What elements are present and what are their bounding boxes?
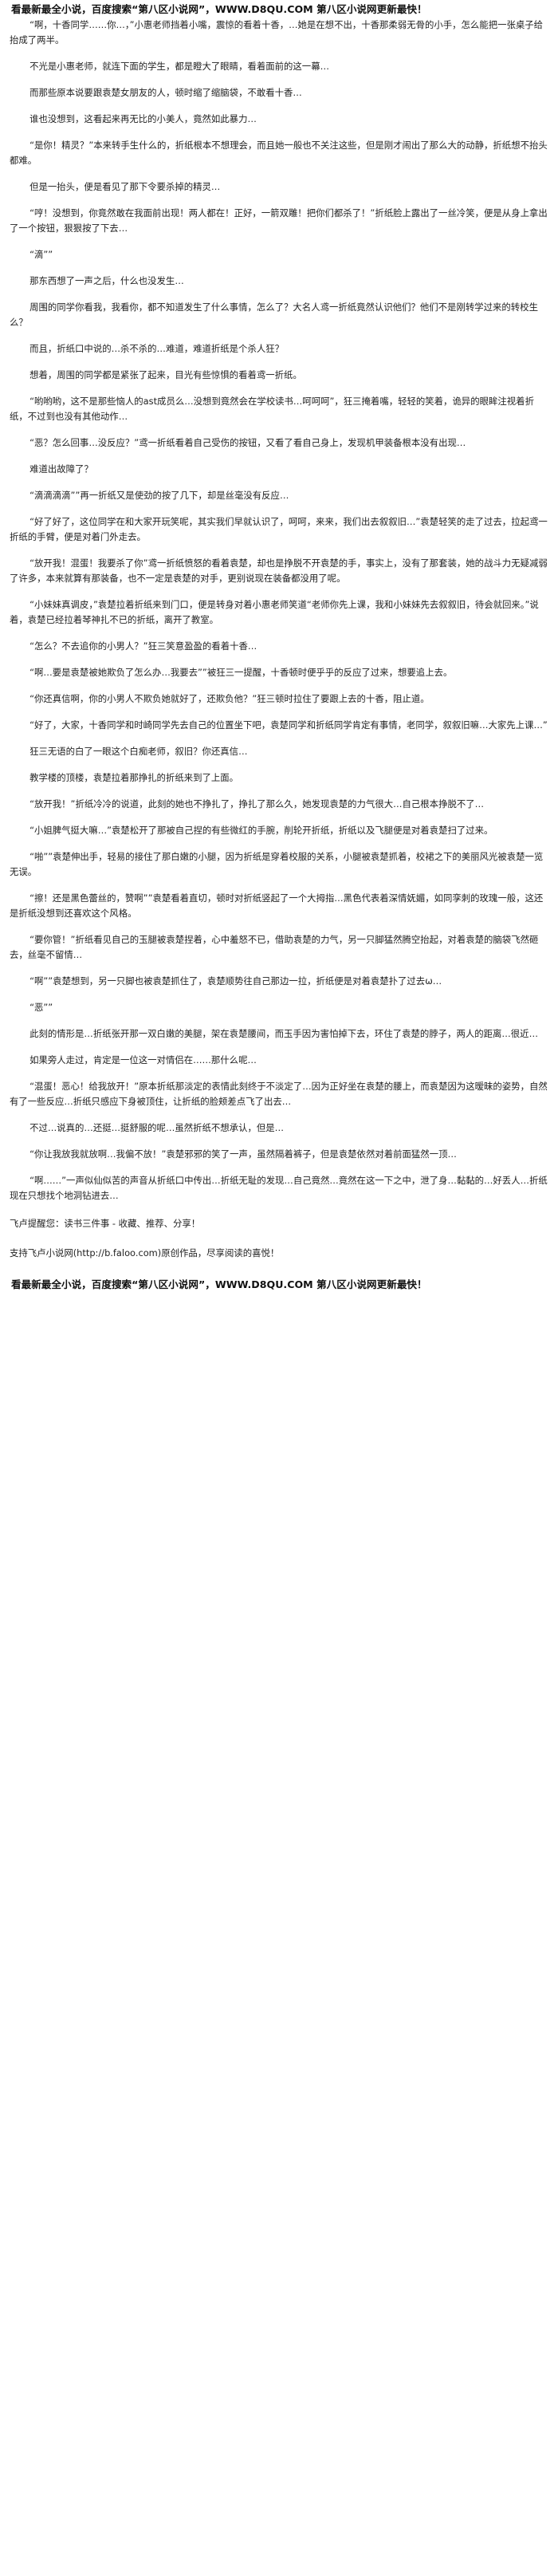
paragraph: “滴”” <box>29 249 53 260</box>
paragraph: “小姐脾气挺大嘛…”袁楚松开了那被自己捏的有些微红的手腕，削轮开折纸，折纸以及飞… <box>29 825 493 836</box>
paragraph: 但是一抬头，便是看见了那下令要杀掉的精灵… <box>29 181 221 192</box>
chapter-content: “啊，十香同学……你…，”小惠老师挡着小嘴，震惊的看着十香，…她是在想不出，十香… <box>0 18 558 1203</box>
paragraph: “擦！还是黑色蕾丝的，赞啊””袁楚看着直切，顿时对折纸竖起了一个大拇指…黑色代表… <box>10 892 544 919</box>
paragraph: 不光是小惠老师，就连下面的学生，都是瞪大了眼睛，看着面前的这一幕… <box>29 61 329 72</box>
paragraph: “哟哟哟，这不是那些恼人的ast成员么…没想到竟然会在学校读书…呵呵呵”，狂三掩… <box>10 396 534 422</box>
share-reminder: 飞卢提醒您：读书三件事 - 收藏、推荐、分享！ <box>10 1218 201 1229</box>
site-banner-top: 看最新最全小说，百度搜索“第八区小说网”，WWW.D8QU.COM 第八区小说网… <box>11 3 427 15</box>
paragraph: “啪””袁楚伸出手，轻易的接住了那白嫩的小腿，因为折纸是穿着校服的关系，小腿被袁… <box>10 851 544 877</box>
paragraph: “好了好了，这位同学在和大家开玩笑呢，其实我们早就认识了，呵呵，来来，我们出去叙… <box>10 516 548 542</box>
paragraph: “你让我放我就放啊…我偏不放！”袁楚邪邪的笑了一声，虽然隔着裤子，但是袁楚依然对… <box>29 1148 457 1160</box>
paragraph: “怎么？不去追你的小男人？”狂三笑意盈盈的看着十香… <box>29 640 257 652</box>
paragraph: “哼！没想到，你竟然敢在我面前出现！两人都在！正好，一箭双雕！把你们都杀了！”折… <box>10 207 548 234</box>
support-notice: 支持飞卢小说网(http://b.faloo.com)原创作品，尽享阅读的喜悦！ <box>10 1247 280 1258</box>
paragraph: 而且，折纸口中说的…杀不杀的…难道，难道折纸是个杀人狂？ <box>29 343 285 354</box>
paragraph: “啊，十香同学……你…，”小惠老师挡着小嘴，震惊的看着十香，…她是在想不出，十香… <box>10 19 544 45</box>
page: 看最新最全小说，百度搜索“第八区小说网”，WWW.D8QU.COM 第八区小说网… <box>0 3 558 1290</box>
paragraph: 不过…说真的…还挺…挺舒服的呢…虽然折纸不想承认，但是… <box>29 1122 285 1133</box>
paragraph: “恶”” <box>29 1002 53 1013</box>
paragraph: 周围的同学你看我，我看你，都不知道发生了什么事情，怎么了？大名人鸢一折纸竟然认识… <box>10 301 538 328</box>
paragraph: “小妹妹真调皮，”袁楚拉着折纸来到门口，便是转身对着小惠老师笑道“老师你先上课，… <box>10 599 539 625</box>
paragraph: “恶？怎么回事…没反应？”鸢一折纸看着自己受伤的按钮，又看了看自己身上，发现机甲… <box>29 437 466 448</box>
paragraph: “要你管！”折纸看见自己的玉腿被袁楚捏着，心中羞怒不已，借助袁楚的力气，另一只脚… <box>10 934 539 960</box>
paragraph: “混蛋！恶心！给我放开！”原本折纸那淡定的表情此刻终于不淡定了…因为正好坐在袁楚… <box>10 1081 548 1107</box>
paragraph: 狂三无语的白了一眼这个白痴老师，叙旧？你还真信… <box>29 746 248 757</box>
paragraph: 此刻的情形是…折纸张开那一双白嫩的美腿，架在袁楚腰间，而玉手因为害怕掉下去，环住… <box>29 1028 538 1039</box>
paragraph: “啊……”一声似仙似苦的声音从折纸口中传出…折纸无耻的发现…自己竟然…竟然在这一… <box>10 1175 548 1201</box>
paragraph: “啊””袁楚想到，另一只脚也被袁楚抓住了，袁楚顺势往自己那边一拉，折纸便是对着袁… <box>29 975 442 987</box>
paragraph: “是你！精灵？”本来转手生什么的，折纸根本不想理会，而且她一般也不关注这些，但是… <box>10 140 548 166</box>
paragraph: 难道出故障了？ <box>29 463 93 475</box>
paragraph: 而那些原本说要跟袁楚女朋友的人，顿时缩了缩脑袋，不敢看十香… <box>29 87 302 98</box>
paragraph: “滴滴滴滴””再一折纸又是使劲的按了几下，却是丝毫没有反应… <box>29 490 289 501</box>
paragraph: “放开我！混蛋！我要杀了你”鸢一折纸愤怒的看着袁楚，却也是挣脱不开袁楚的手，事实… <box>10 557 548 584</box>
paragraph: 想着，周围的同学都是紧张了起来，目光有些惊惧的看着鸢一折纸。 <box>29 369 302 380</box>
paragraph: “你还真信啊，你的小男人不欺负她就好了，还欺负他？”狂三顿时拉住了要跟上去的十香… <box>29 693 430 704</box>
paragraph: “好了，大家，十香同学和时崎同学先去自己的位置坐下吧，袁楚同学和折纸同学肯定有事… <box>29 719 548 731</box>
paragraph: 谁也没想到，这看起来再无比的小美人，竟然如此暴力… <box>29 113 257 124</box>
paragraph: “放开我！”折纸冷冷的说道，此刻的她也不挣扎了，挣扎了那么久，她发现袁楚的力气很… <box>29 798 485 809</box>
paragraph: “啊…要是袁楚被她欺负了怎么办…我要去””被狂三一提醒，十香顿时便乎乎的反应了过… <box>29 667 453 678</box>
paragraph: 如果旁人走过，肯定是一位这一对情侣在……那什么呢… <box>29 1054 257 1065</box>
paragraph: 那东西想了一声之后，什么也没发生… <box>29 275 184 286</box>
paragraph: 教学楼的顶楼，袁楚拉着那挣扎的折纸来到了上面。 <box>29 772 239 783</box>
site-banner-bottom: 看最新最全小说，百度搜索“第八区小说网”，WWW.D8QU.COM 第八区小说网… <box>11 1278 427 1290</box>
